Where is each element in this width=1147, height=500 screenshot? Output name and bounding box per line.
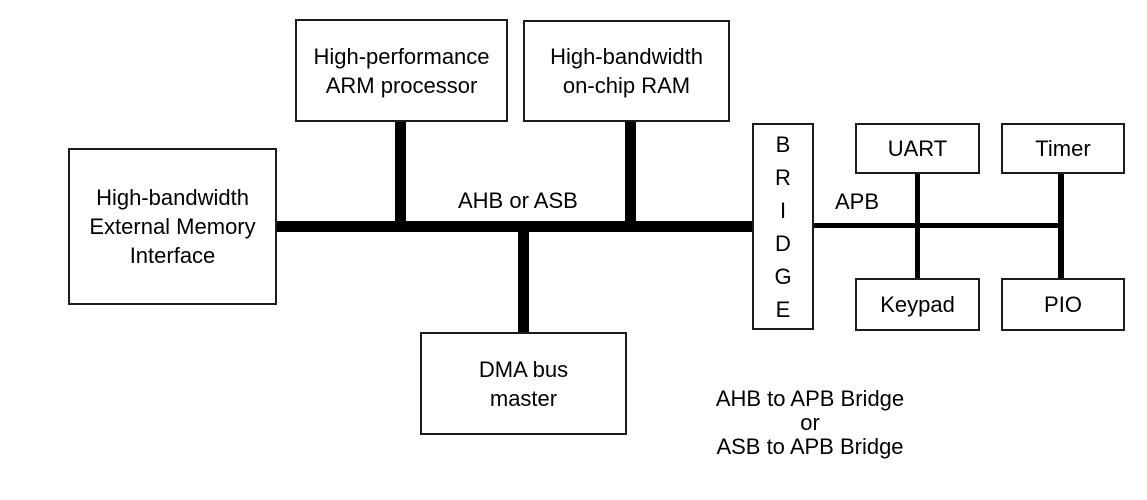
node-label-line: on-chip RAM — [562, 73, 691, 98]
arm-processor-connector-line — [395, 120, 406, 232]
node-dma-bus-master: DMA bus master — [420, 332, 627, 435]
node-label-line: DMA bus — [478, 356, 569, 382]
dma-master-connector-line — [518, 226, 529, 334]
node-label-line: High-performance — [313, 43, 490, 69]
node-label-line: master — [489, 385, 558, 411]
caption-line: or — [800, 410, 820, 435]
bridge-letter: I — [779, 197, 787, 223]
bridge-caption: AHB to APB Bridge or ASB to APB Bridge — [705, 387, 915, 459]
node-label-line: ARM processor — [325, 72, 478, 98]
caption-line: AHB to APB Bridge — [715, 386, 905, 411]
ahb-bus-line — [277, 221, 752, 232]
bridge-letter: R — [775, 164, 791, 190]
node-high-bandwidth-on-chip-ram: High-bandwidth on-chip RAM — [523, 20, 730, 122]
bridge-letter: B — [775, 131, 791, 157]
node-label-line: High-bandwidth — [96, 185, 249, 210]
node-timer: Timer — [1001, 123, 1125, 174]
bridge-letter: G — [774, 263, 792, 289]
node-high-performance-arm-processor: High-performance ARM processor — [295, 19, 508, 122]
bridge-letter: D — [775, 230, 791, 256]
on-chip-ram-connector-line — [625, 120, 636, 232]
apb-bus-label: APB — [835, 189, 880, 214]
bridge-letter: E — [775, 296, 791, 322]
node-label-line: PIO — [1044, 292, 1082, 317]
node-label-line: UART — [887, 136, 948, 161]
node-keypad: Keypad — [855, 278, 980, 331]
node-label-line: High-bandwidth — [550, 44, 703, 69]
node-high-bandwidth-external-memory-interface: High-bandwidth External Memory Interface — [68, 148, 277, 305]
node-label-line: Interface — [129, 243, 216, 268]
node-label-line: Keypad — [880, 292, 955, 317]
uart-keypad-connector-line — [915, 172, 920, 280]
node-label-line: Timer — [1035, 136, 1091, 161]
node-pio: PIO — [1001, 278, 1125, 331]
node-bridge: B R I D G E — [752, 123, 814, 330]
timer-pio-connector-line — [1058, 172, 1064, 280]
ahb-bus-label: AHB or ASB — [458, 188, 578, 213]
node-label-line: External Memory — [89, 214, 256, 239]
node-uart: UART — [855, 123, 980, 174]
caption-line: ASB to APB Bridge — [716, 434, 904, 459]
apb-bus-line — [814, 223, 1064, 228]
